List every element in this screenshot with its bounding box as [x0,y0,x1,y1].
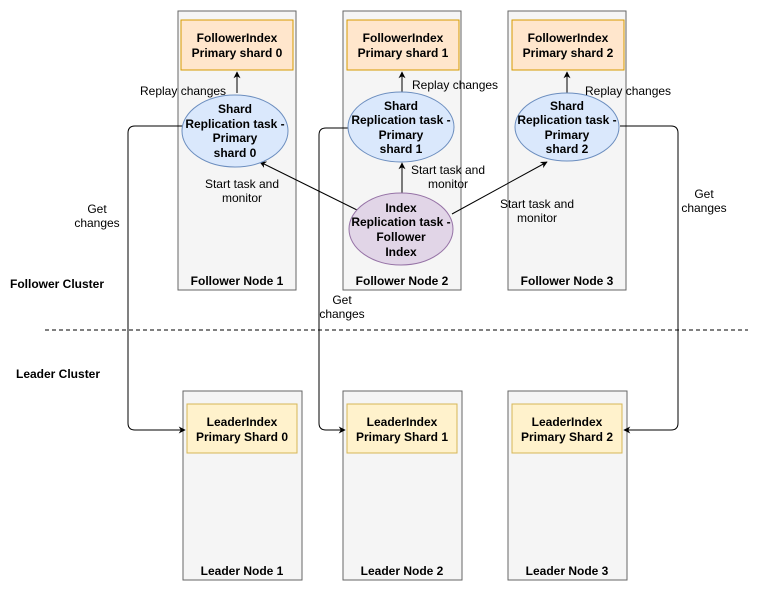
replay-changes-label-1: Replay changes [412,78,498,92]
index-task-line-1: Index [385,201,417,215]
shard-task-0-line-1: Shard [218,102,252,116]
leader-index-shard-1-line-2: Primary Shard 1 [356,430,448,444]
get-changes-label-2-line-1: Get [694,187,714,201]
shard-task-1-line-3: Primary [379,128,424,142]
follower-index-shard-1-line-1: FollowerIndex [363,31,444,45]
start-task-label-2-line-2: monitor [517,211,557,225]
follower-node-2-label: Follower Node 2 [356,274,449,288]
shard-replication-task-0: Shard Replication task - Primary shard 0 [181,94,289,168]
replay-changes-label-0: Replay changes [140,84,226,98]
shard-task-1-line-4: shard 1 [380,142,423,156]
follower-index-shard-0-line-1: FollowerIndex [197,31,278,45]
index-task-line-3: Follower [376,230,426,244]
leader-index-shard-2-line-2: Primary Shard 2 [521,430,613,444]
leader-index-shard-2-line-1: LeaderIndex [532,415,603,429]
get-changes-path-1 [318,127,348,434]
shard-replication-task-1: Shard Replication task - Primary shard 1 [347,91,455,163]
shard-task-2-line-3: Primary [545,128,590,142]
index-task-line-2: Replication task - [351,215,450,229]
follower-index-shard-2-line-2: Primary shard 2 [523,46,614,60]
follower-cluster-label: Follower Cluster [10,277,104,291]
start-task-label-1-line-1: Start task and [411,163,485,177]
shard-task-2-line-1: Shard [550,99,584,113]
start-task-label-0-line-1: Start task and [205,177,279,191]
follower-index-shard-0: FollowerIndex Primary shard 0 [180,19,294,71]
shard-task-2-line-4: shard 2 [546,142,589,156]
leader-index-shard-0: LeaderIndex Primary Shard 0 [186,403,298,454]
leader-cluster-label: Leader Cluster [16,367,100,381]
get-changes-label-0-line-2: changes [74,216,119,230]
index-task-line-4: Index [385,245,417,259]
get-changes-path-2 [620,125,679,434]
get-changes-label-1-line-1: Get [332,293,352,307]
leader-node-1-label: Leader Node 1 [201,564,284,578]
follower-index-shard-2: FollowerIndex Primary shard 2 [511,19,625,71]
start-task-label-2-line-1: Start task and [500,197,574,211]
leader-index-shard-0-line-2: Primary Shard 0 [196,430,288,444]
get-changes-label-2-line-2: changes [681,201,726,215]
leader-index-shard-0-line-1: LeaderIndex [207,415,278,429]
shard-replication-task-2: Shard Replication task - Primary shard 2 [514,92,620,162]
start-task-label-0-line-2: monitor [222,191,262,205]
shard-task-0-line-3: Primary [213,131,258,145]
leader-index-shard-1: LeaderIndex Primary Shard 1 [346,403,458,454]
follower-node-3-label: Follower Node 3 [521,274,614,288]
leader-node-3-label: Leader Node 3 [526,564,609,578]
follower-node-1-label: Follower Node 1 [191,274,284,288]
replay-changes-label-2: Replay changes [585,84,671,98]
leader-index-shard-2: LeaderIndex Primary Shard 2 [511,403,623,454]
shard-task-2-line-2: Replication task - [517,113,616,127]
start-task-label-1-line-2: monitor [428,177,468,191]
follower-index-shard-0-line-2: Primary shard 0 [192,46,283,60]
follower-index-shard-1-line-2: Primary shard 1 [358,46,449,60]
leader-index-shard-1-line-1: LeaderIndex [367,415,438,429]
follower-index-shard-1: FollowerIndex Primary shard 1 [346,19,460,71]
start-task-arrow-0 [259,161,358,211]
get-changes-label-0-line-1: Get [87,202,107,216]
index-replication-task: Index Replication task - Follower Index [348,192,454,266]
get-changes-path-0 [127,125,186,434]
shard-task-1-line-1: Shard [384,99,418,113]
follower-index-shard-2-line-1: FollowerIndex [528,31,609,45]
get-changes-label-1-line-2: changes [319,307,364,321]
leader-node-2-label: Leader Node 2 [361,564,444,578]
start-task-arrow-2 [451,161,548,215]
shard-task-1-line-2: Replication task - [351,113,450,127]
shard-task-0-line-4: shard 0 [214,146,257,160]
shard-task-0-line-2: Replication task - [185,117,284,131]
